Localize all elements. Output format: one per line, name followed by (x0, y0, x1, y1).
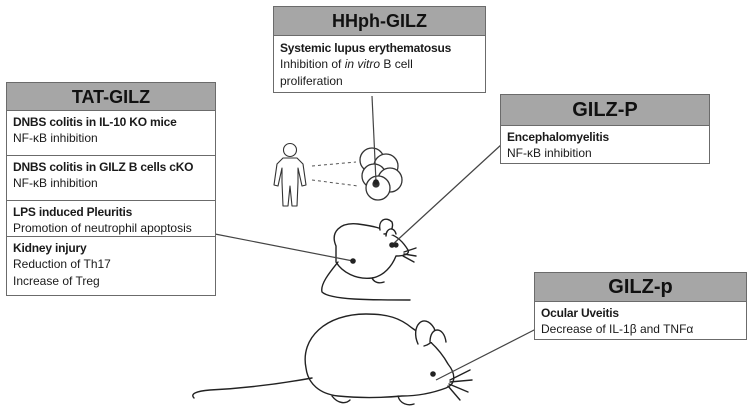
entry-pleuritis: LPS induced Pleuritis Promotion of neutr… (7, 201, 215, 237)
mouse-eye (393, 242, 399, 248)
entry-dnbs-il10: DNBS colitis in IL-10 KO mice NF-κB inhi… (7, 111, 215, 156)
rat-eye (430, 371, 436, 377)
panel-title: TAT-GILZ (7, 83, 215, 111)
connector-endpoint (350, 258, 356, 264)
entry-description: Promotion of neutrophil apoptosis (13, 221, 192, 235)
mouse-icon (321, 218, 417, 301)
entry-encephalomyelitis: Encephalomyelitis NF-κB inhibition (501, 126, 709, 165)
entry-description: Inhibition of in vitro B cell (280, 56, 481, 73)
entry-text: B cell (380, 57, 413, 71)
entry-description: NF-κB inhibition (507, 146, 592, 160)
entry-heading: DNBS colitis in GILZ B cells cKO (13, 160, 194, 174)
connector-lines (214, 95, 539, 381)
entry-description: proliferation (280, 74, 343, 88)
entry-heading: DNBS colitis in IL-10 KO mice (13, 115, 177, 129)
entry-description: Reduction of Th17 (13, 257, 111, 271)
b-cells-icon (359, 147, 403, 201)
connector-endpoint (389, 242, 395, 248)
entry-description: Increase of Treg (13, 274, 100, 288)
entry-heading: Kidney injury (13, 241, 87, 255)
entry-text-italic: in vitro (344, 57, 381, 71)
connector-endpoint (373, 179, 379, 185)
entry-kidney: Kidney injury Reduction of Th17 Increase… (7, 237, 215, 293)
panel-tat-gilz: TAT-GILZ DNBS colitis in IL-10 KO mice N… (6, 82, 216, 296)
panel-title: GILZ-P (501, 95, 709, 126)
panel-gilz-P: GILZ-P Encephalomyelitis NF-κB inhibitio… (500, 94, 710, 164)
entry-description: Decrease of IL-1β and TNFα (541, 322, 694, 336)
entry-lupus: Systemic lupus erythematosus Inhibition … (274, 36, 485, 93)
rat-icon (192, 313, 473, 406)
entry-description: NF-κB inhibition (13, 176, 98, 190)
entry-text: Inhibition of (280, 57, 345, 71)
entry-ocular-uveitis: Ocular Uveitis Decrease of IL-1β and TNF… (535, 302, 746, 341)
panel-gilz-p: GILZ-p Ocular Uveitis Decrease of IL-1β … (534, 272, 747, 340)
entry-heading: Ocular Uveitis (541, 306, 619, 320)
human-figure-icon (273, 142, 307, 207)
panel-hhph-gilz: HHph-GILZ Systemic lupus erythematosus I… (273, 6, 486, 93)
entry-heading: Encephalomyelitis (507, 130, 609, 144)
entry-heading: Systemic lupus erythematosus (280, 41, 452, 55)
panel-title: GILZ-p (535, 273, 746, 302)
panel-title: HHph-GILZ (274, 7, 485, 36)
entry-heading: LPS induced Pleuritis (13, 205, 133, 219)
entry-description: NF-κB inhibition (13, 131, 98, 145)
dashed-connector (311, 161, 359, 187)
entry-dnbs-bcells: DNBS colitis in GILZ B cells cKO NF-κB i… (7, 156, 215, 201)
